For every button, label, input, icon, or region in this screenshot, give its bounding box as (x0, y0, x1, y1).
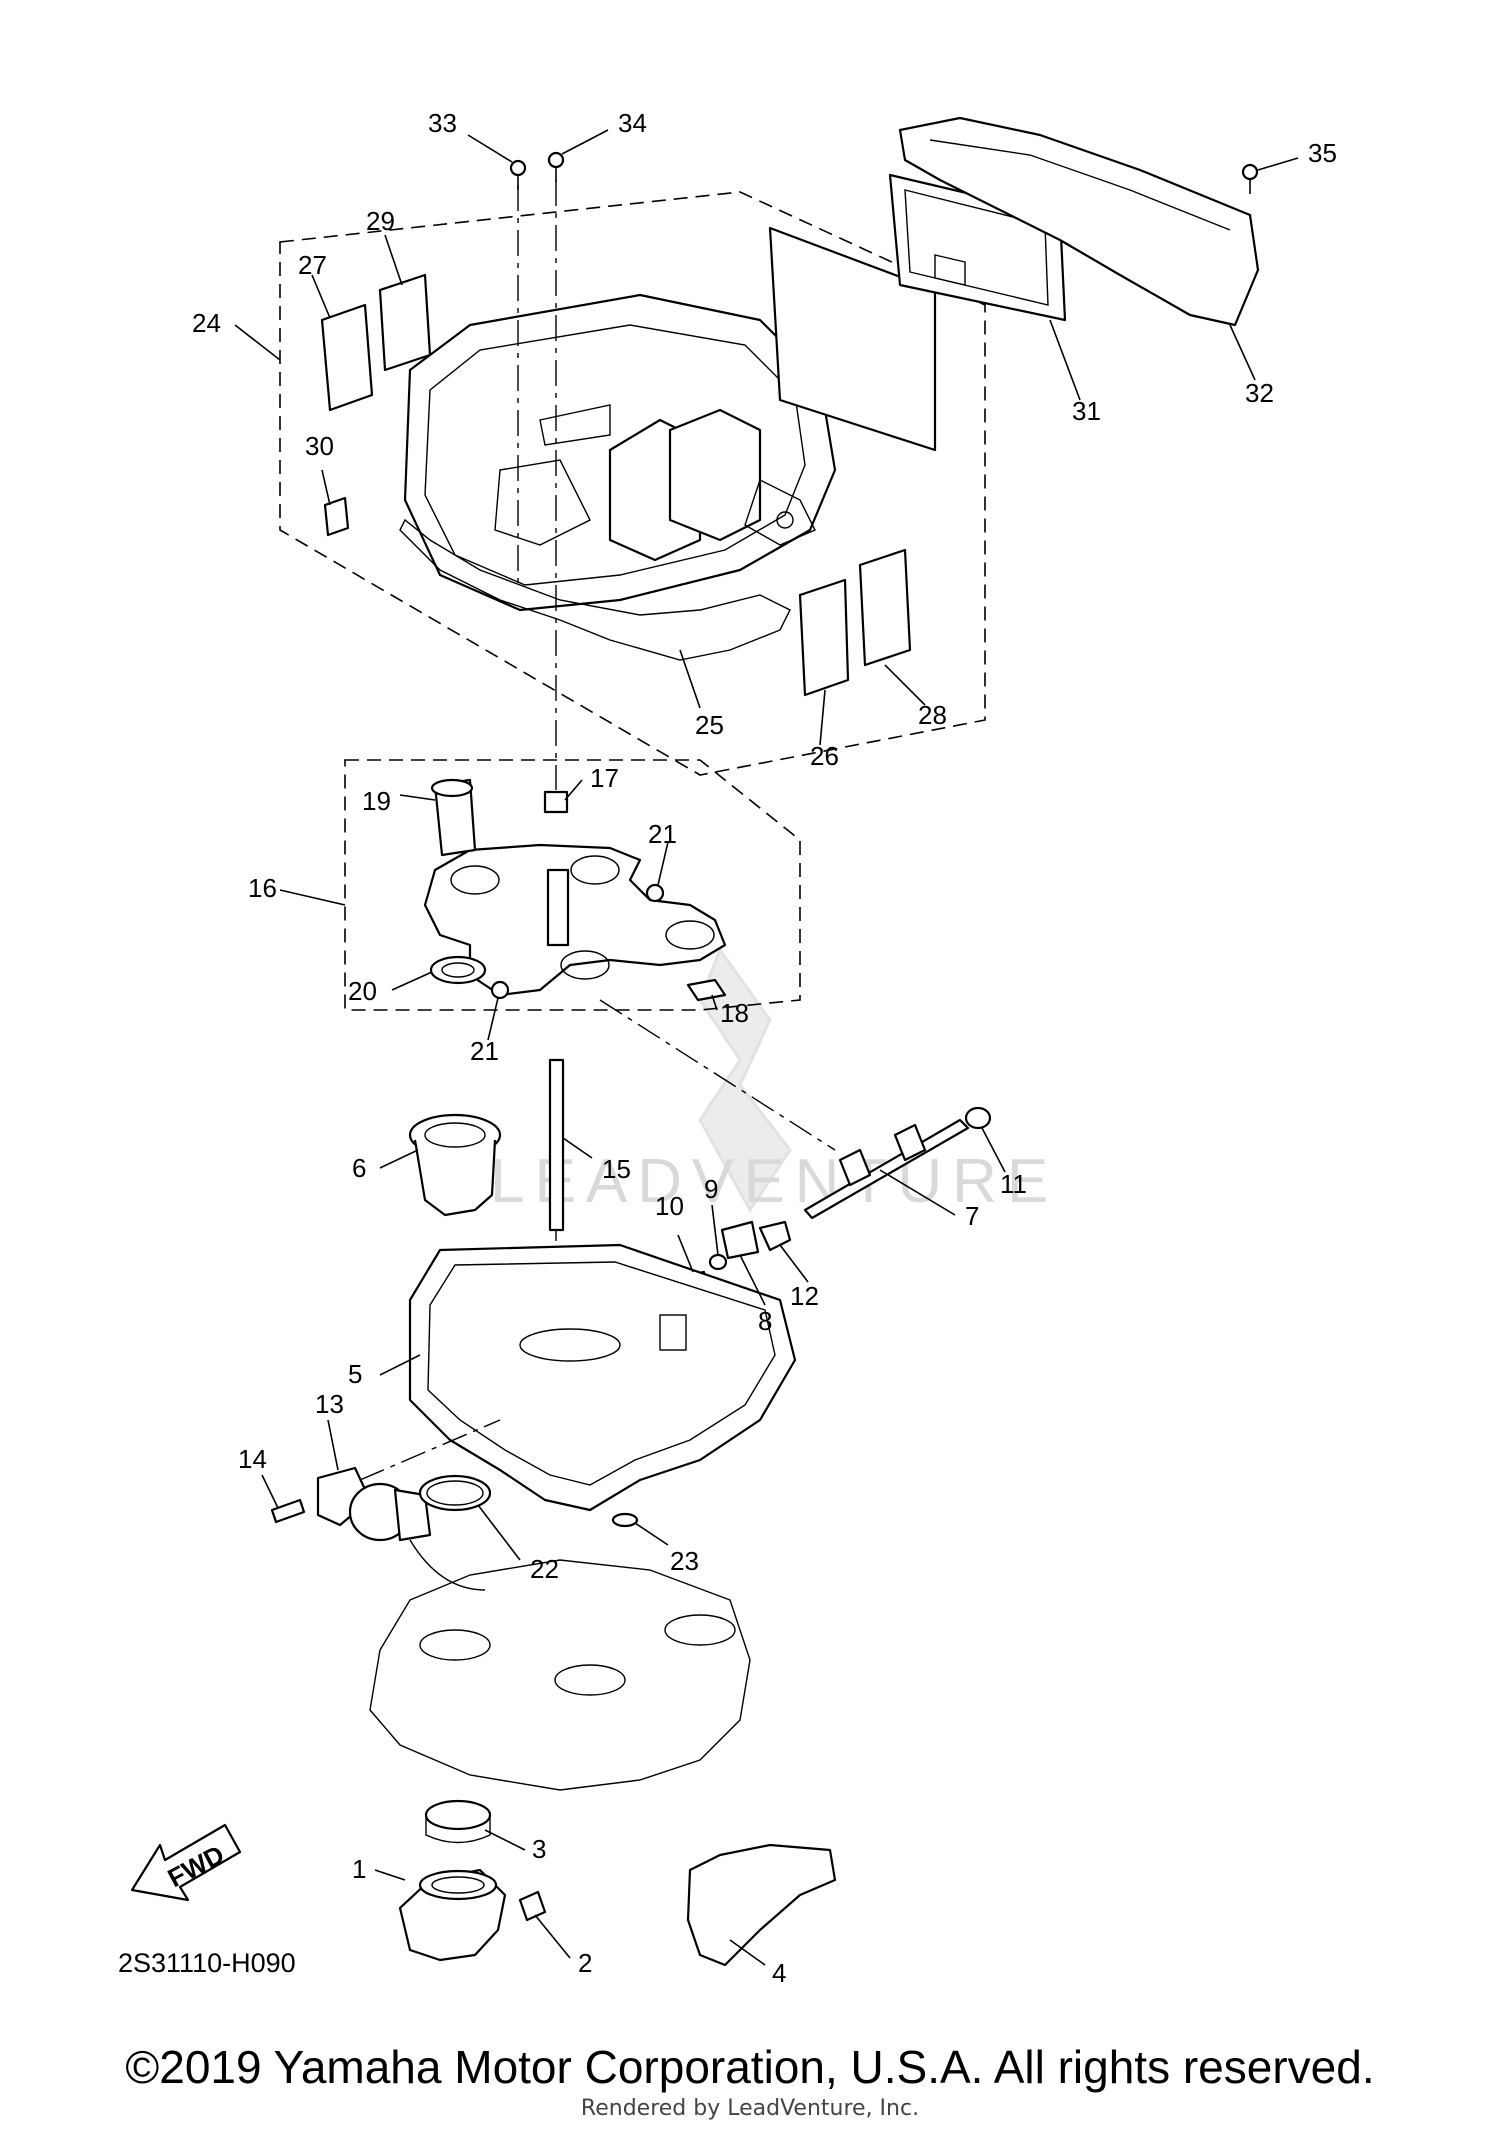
screw-35 (1241, 163, 1259, 194)
callout-10: 10 (655, 1191, 684, 1221)
o-ring-22 (418, 1474, 492, 1512)
callout-5: 5 (348, 1359, 362, 1389)
callout-28: 28 (918, 700, 947, 730)
screw-34 (547, 151, 565, 182)
callout-34: 34 (618, 108, 647, 138)
cover-32 (898, 116, 1260, 327)
duct-27 (320, 303, 374, 412)
callout-14: 14 (238, 1444, 267, 1474)
callout-32: 32 (1245, 378, 1274, 408)
plate-8 (720, 1220, 760, 1260)
callout-35: 35 (1308, 138, 1337, 168)
callout-21b: 21 (470, 1036, 499, 1066)
copyright-notice: ©2019 Yamaha Motor Corporation, U.S.A. A… (125, 2041, 1375, 2093)
callout-33: 33 (428, 108, 457, 138)
callout-6: 6 (352, 1153, 366, 1183)
callout-4: 4 (772, 1958, 786, 1988)
clamp-3 (424, 1799, 492, 1831)
screw-14 (270, 1498, 306, 1524)
grommet-21b (490, 980, 510, 1000)
sensor-13 (316, 1466, 486, 1591)
rendered-by-credit: Rendered by LeadVenture, Inc. (580, 2096, 920, 2121)
rod-15 (548, 1058, 565, 1232)
fwd-arrow: FWD (130, 1823, 242, 1902)
screw-2 (518, 1890, 547, 1922)
joint-16 (423, 843, 727, 997)
diagram-code: 2S31110-H090 (118, 1948, 296, 1978)
callout-8: 8 (758, 1306, 772, 1336)
callout-3: 3 (532, 1834, 546, 1864)
callout-9: 9 (704, 1174, 718, 1204)
washer-9 (708, 1253, 728, 1271)
clip-30 (323, 496, 350, 537)
callout-24: 24 (192, 308, 221, 338)
callout-numbers: 1 2 3 4 5 6 7 8 9 10 11 12 13 14 15 16 1… (192, 108, 1337, 1988)
callout-1: 1 (352, 1854, 366, 1884)
joint-1 (398, 1868, 507, 1962)
shaft-7 (803, 1118, 970, 1220)
callout-2: 2 (578, 1948, 592, 1978)
plug-23 (611, 1512, 639, 1528)
callout-21a: 21 (648, 819, 677, 849)
callout-11: 11 (1000, 1169, 1027, 1199)
callout-29: 29 (366, 206, 395, 236)
callout-19: 19 (362, 786, 391, 816)
intake-group-outline (344, 759, 801, 1011)
clip-18 (686, 978, 727, 1002)
airbox-case (403, 293, 837, 612)
callout-13: 13 (315, 1389, 344, 1419)
grommet-21a (645, 883, 665, 903)
leader-lines (234, 129, 1299, 1966)
callout-22: 22 (530, 1554, 559, 1584)
case-5 (408, 1243, 797, 1512)
callout-31: 31 (1072, 396, 1101, 426)
duct-26 (798, 578, 850, 697)
callout-18: 18 (720, 998, 749, 1028)
callout-20: 20 (348, 976, 377, 1006)
callout-25: 25 (695, 710, 724, 740)
callout-30: 30 (305, 431, 334, 461)
clip-17 (543, 790, 569, 814)
plate-31a (768, 226, 937, 452)
callout-7: 7 (965, 1201, 979, 1231)
funnel-6 (408, 1113, 502, 1217)
airbox-group-outline (279, 191, 986, 776)
watermark: LEADVENTURE (490, 946, 1058, 1216)
collar-11 (964, 1106, 992, 1130)
engine-reference (369, 1559, 751, 1791)
callout-27: 27 (298, 250, 327, 280)
callout-26: 26 (810, 741, 839, 771)
duct-29 (378, 273, 432, 372)
funnel-20 (429, 955, 487, 985)
cover-4 (686, 1843, 837, 1967)
callout-17: 17 (590, 763, 619, 793)
bolt-12 (758, 1220, 792, 1252)
callout-12: 12 (790, 1281, 819, 1311)
duct-28 (858, 548, 912, 667)
callout-15: 15 (602, 1154, 631, 1184)
callout-23: 23 (670, 1546, 699, 1576)
watermark-text: LEADVENTURE (490, 1147, 1058, 1216)
gasket-25 (399, 518, 791, 661)
callout-16: 16 (248, 873, 277, 903)
